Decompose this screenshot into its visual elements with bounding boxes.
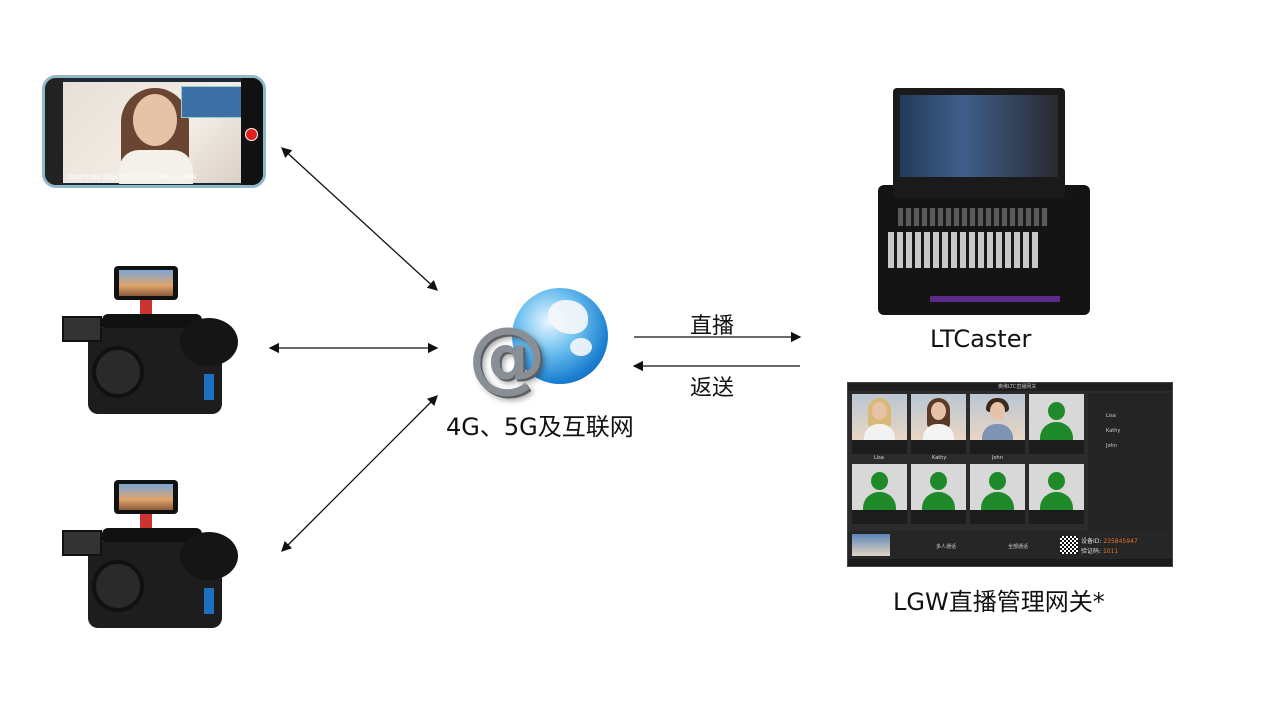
live-label: 直播: [690, 314, 735, 339]
user-list-item: Kathy: [1106, 428, 1121, 434]
participant-tile: [970, 394, 1025, 440]
ltcaster-keyboard: [888, 232, 1038, 268]
arrow-camera2-network: [281, 395, 438, 552]
record-icon: [245, 128, 258, 141]
preview-thumbnail: [852, 534, 890, 556]
participant-name: Kathy: [932, 455, 947, 461]
camcorder-1: [62, 266, 242, 436]
lgw-title: 奥维LTC直播网关: [998, 384, 1037, 390]
phone-status-text: 1920*1080 25fps 00:00:08 2.8Mbps,3.3MB: [67, 174, 197, 181]
network-label: 4G、5G及互联网: [446, 413, 634, 441]
participant-tile: [911, 394, 966, 440]
multi-call-button: 多人通话: [936, 544, 957, 550]
return-label: 返送: [690, 376, 735, 401]
ltcaster-screen: [900, 95, 1058, 177]
avatar-placeholder-icon: [1029, 464, 1084, 510]
avatar-placeholder-icon: [970, 464, 1025, 510]
lgw-control-bar: [848, 531, 1172, 559]
all-call-button: 全部通话: [1008, 544, 1029, 550]
qr-code-icon: [1060, 536, 1078, 554]
avatar-placeholder-icon: [911, 464, 966, 510]
participant-list: [1088, 393, 1172, 533]
camcorder-2: [62, 480, 242, 650]
participant-name: Lisa: [874, 455, 884, 461]
at-sign-icon: @: [468, 312, 546, 402]
verify-code-row: 验证码: 1011: [1081, 548, 1119, 555]
ltcaster-label: LTCaster: [930, 325, 1032, 353]
lgw-gateway-screenshot: 奥维LTC直播网关 Lisa Kathy John Lisa Kathy Joh…: [847, 382, 1173, 567]
lgw-status-bar: [848, 559, 1172, 566]
participant-name: John: [992, 455, 1003, 461]
user-list-item: John: [1106, 443, 1117, 449]
phone-pip-view: [181, 86, 245, 118]
participant-tile: [852, 394, 907, 440]
lgw-label: LGW直播管理网关*: [893, 588, 1105, 616]
phone-camera-view: [63, 82, 245, 184]
avatar-placeholder-icon: [1029, 394, 1084, 440]
device-id-row: 设备ID: 235845947: [1081, 538, 1138, 545]
avatar-placeholder-icon: [852, 464, 907, 510]
user-list-item: Lisa: [1106, 413, 1116, 419]
phone-left-toolbar: [45, 78, 63, 185]
smartphone-device: 1920*1080 25fps 00:00:08 2.8Mbps,3.3MB: [42, 75, 266, 188]
arrow-phone-network: [281, 147, 438, 291]
